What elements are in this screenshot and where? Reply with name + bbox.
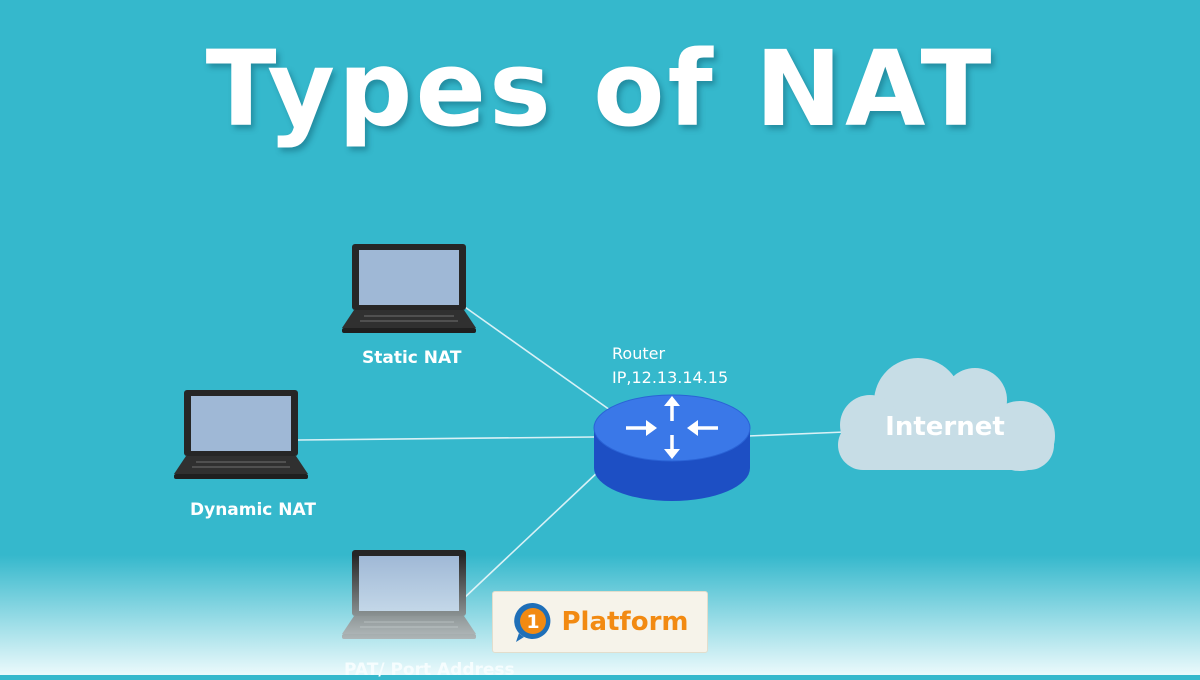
logo-pin-icon: 1 bbox=[514, 602, 551, 642]
laptop-icon bbox=[174, 390, 308, 479]
cloud-icon bbox=[838, 358, 1055, 471]
link-pat-router bbox=[461, 469, 601, 601]
laptop-icon bbox=[342, 244, 476, 333]
link-dynamic-router bbox=[297, 436, 595, 441]
link-static-router bbox=[461, 304, 611, 411]
logo-number: 1 bbox=[527, 611, 540, 633]
device-label-static: Static NAT bbox=[362, 348, 462, 368]
link-router-internet bbox=[747, 431, 846, 437]
device-label-pat: PAT/ Port Address bbox=[344, 660, 515, 680]
router-label: Router IP,12.13.14.15 bbox=[612, 342, 728, 390]
router-icon bbox=[593, 394, 751, 501]
internet-label: Internet bbox=[885, 412, 1005, 442]
platform-logo: 1 Platform bbox=[492, 591, 708, 653]
device-label-dynamic: Dynamic NAT bbox=[190, 500, 316, 520]
laptop-icon bbox=[342, 550, 476, 639]
logo-text: Platform bbox=[561, 607, 689, 637]
router-ip: IP,12.13.14.15 bbox=[612, 368, 729, 387]
router-name: Router bbox=[612, 344, 666, 363]
page-title: Types of NAT bbox=[205, 28, 995, 150]
